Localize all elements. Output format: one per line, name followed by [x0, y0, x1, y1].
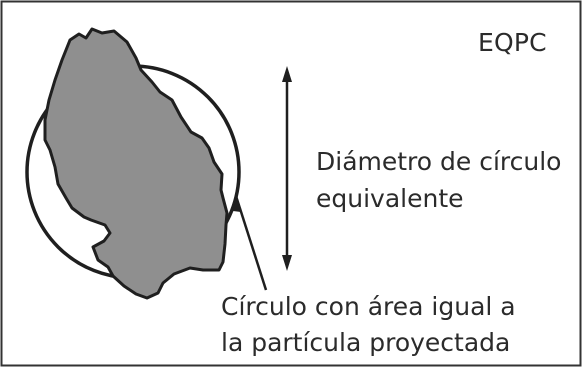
diameter-label-line2: equivalente — [316, 184, 464, 213]
diagram-title: EQPC — [478, 28, 547, 57]
circle-label-line2: la partícula proyectada — [221, 328, 511, 357]
circle-leader-arrowhead — [233, 196, 241, 212]
circle-leader-line — [234, 195, 268, 291]
projected-particle — [43, 27, 229, 300]
diameter-arrowhead-bottom — [282, 255, 292, 271]
diameter-arrowhead-top — [282, 66, 292, 82]
diameter-label-line1: Diámetro de círculo — [316, 147, 562, 176]
circle-label-line1: Círculo con área igual a — [221, 292, 516, 321]
